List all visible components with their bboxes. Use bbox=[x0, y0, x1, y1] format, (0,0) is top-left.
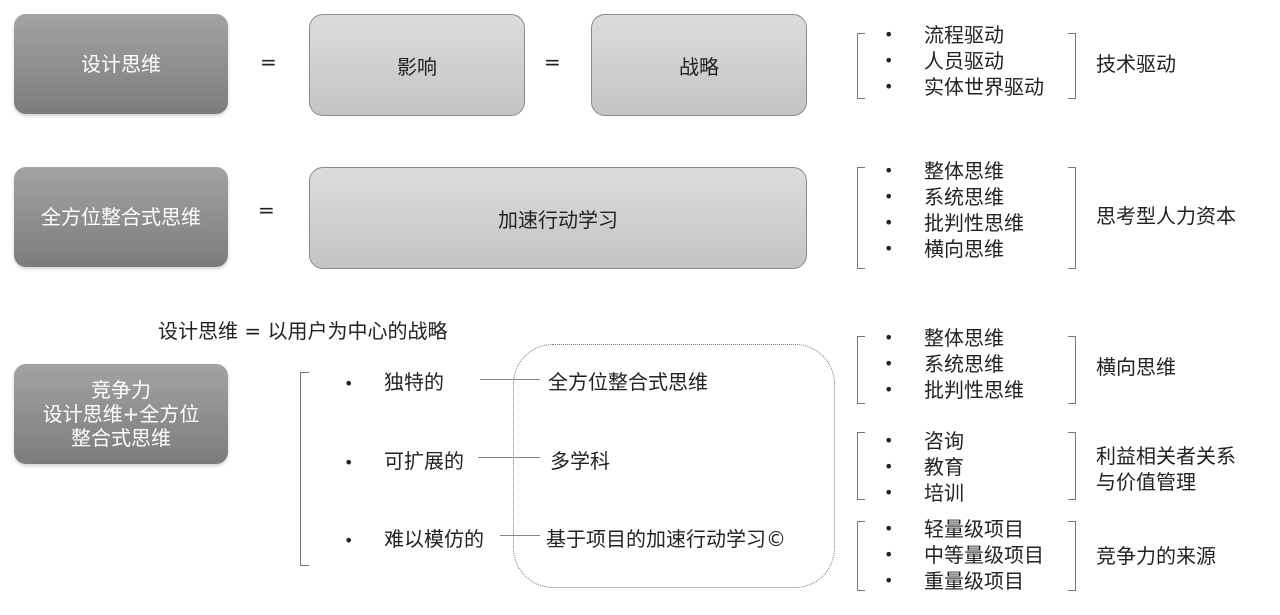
attribute-inimitable: •难以模仿的 bbox=[344, 527, 484, 551]
list-item: 系统思维 bbox=[880, 351, 1024, 377]
list-item: 流程驱动 bbox=[880, 22, 1044, 48]
right-bracket bbox=[1068, 33, 1076, 99]
holistic-thinking-box: 全方位整合式思维 bbox=[14, 167, 228, 267]
attribute-unique: •独特的 bbox=[344, 370, 444, 394]
equals-sign: = bbox=[544, 50, 561, 74]
tech-drive-list: 流程驱动 人员驱动 实体世界驱动 bbox=[880, 22, 1044, 100]
holistic-thinking-label: 全方位整合式思维 bbox=[41, 205, 201, 229]
attribute-label: 难以模仿的 bbox=[384, 527, 484, 551]
impact-box: 影响 bbox=[309, 14, 525, 116]
list-item: 中等量级项目 bbox=[880, 542, 1044, 568]
left-bracket bbox=[857, 432, 865, 500]
list-item: 整体思维 bbox=[880, 325, 1024, 351]
strategy-box: 战略 bbox=[591, 14, 807, 116]
list-item: 人员驱动 bbox=[880, 48, 1044, 74]
lateral-thinking-label: 横向思维 bbox=[1096, 355, 1176, 379]
right-bracket bbox=[1068, 521, 1076, 591]
formula-text: 设计思维 = 以用户为中心的战略 bbox=[158, 319, 448, 343]
left-bracket bbox=[857, 336, 865, 404]
stakeholder-label-line2: 与价值管理 bbox=[1096, 470, 1196, 494]
right-bracket bbox=[1068, 167, 1076, 269]
dotted-group-outline bbox=[513, 344, 835, 588]
stakeholder-label-line1: 利益相关者关系 bbox=[1096, 444, 1236, 468]
list-item: 批判性思维 bbox=[880, 210, 1024, 236]
right-bracket bbox=[1068, 432, 1076, 500]
mid-item-label: 全方位整合式思维 bbox=[548, 370, 708, 394]
left-bracket bbox=[857, 167, 865, 269]
attribute-label: 独特的 bbox=[384, 370, 444, 394]
competitiveness-line: 整合式思维 bbox=[71, 426, 171, 450]
list-item: 系统思维 bbox=[880, 184, 1024, 210]
equals-sign: = bbox=[258, 198, 275, 222]
list-item: 实体世界驱动 bbox=[880, 74, 1044, 100]
list-item: 批判性思维 bbox=[880, 377, 1024, 403]
thinking-capital-label: 思考型人力资本 bbox=[1096, 204, 1236, 228]
design-thinking-label: 设计思维 bbox=[81, 52, 161, 76]
list-item: 重量级项目 bbox=[880, 568, 1044, 594]
mid-item-label: 多学科 bbox=[550, 449, 610, 473]
equals-sign: = bbox=[260, 50, 277, 74]
attribute-scalable: •可扩展的 bbox=[344, 449, 464, 473]
mid-item-label: 基于项目的加速行动学习© bbox=[546, 527, 786, 551]
list-item: 整体思维 bbox=[880, 158, 1024, 184]
list-item: 轻量级项目 bbox=[880, 516, 1044, 542]
lateral-thinking-list: 整体思维 系统思维 批判性思维 bbox=[880, 325, 1024, 403]
action-learning-label: 加速行动学习 bbox=[498, 207, 618, 232]
design-thinking-box: 设计思维 bbox=[14, 14, 228, 114]
connector-line bbox=[500, 535, 540, 536]
competitive-source-label: 竞争力的来源 bbox=[1096, 544, 1216, 568]
action-learning-box: 加速行动学习 bbox=[309, 167, 807, 269]
list-item: 培训 bbox=[880, 480, 964, 506]
right-bracket bbox=[1068, 336, 1076, 404]
impact-label: 影响 bbox=[397, 54, 437, 79]
competitiveness-line: 设计思维+全方位 bbox=[42, 402, 200, 426]
tech-drive-label: 技术驱动 bbox=[1096, 52, 1176, 76]
competitiveness-box: 竞争力 设计思维+全方位 整合式思维 bbox=[14, 364, 228, 464]
left-bracket bbox=[300, 372, 309, 566]
competitiveness-line: 竞争力 bbox=[91, 378, 151, 402]
stakeholder-list: 咨询 教育 培训 bbox=[880, 428, 964, 506]
attribute-label: 可扩展的 bbox=[384, 449, 464, 473]
connector-line bbox=[480, 379, 540, 380]
list-item: 横向思维 bbox=[880, 236, 1024, 262]
strategy-label: 战略 bbox=[679, 54, 719, 79]
connector-line bbox=[478, 457, 540, 458]
thinking-capital-list: 整体思维 系统思维 批判性思维 横向思维 bbox=[880, 158, 1024, 262]
competitive-source-list: 轻量级项目 中等量级项目 重量级项目 bbox=[880, 516, 1044, 594]
list-item: 咨询 bbox=[880, 428, 964, 454]
left-bracket bbox=[857, 521, 865, 591]
left-bracket bbox=[857, 33, 865, 99]
list-item: 教育 bbox=[880, 454, 964, 480]
